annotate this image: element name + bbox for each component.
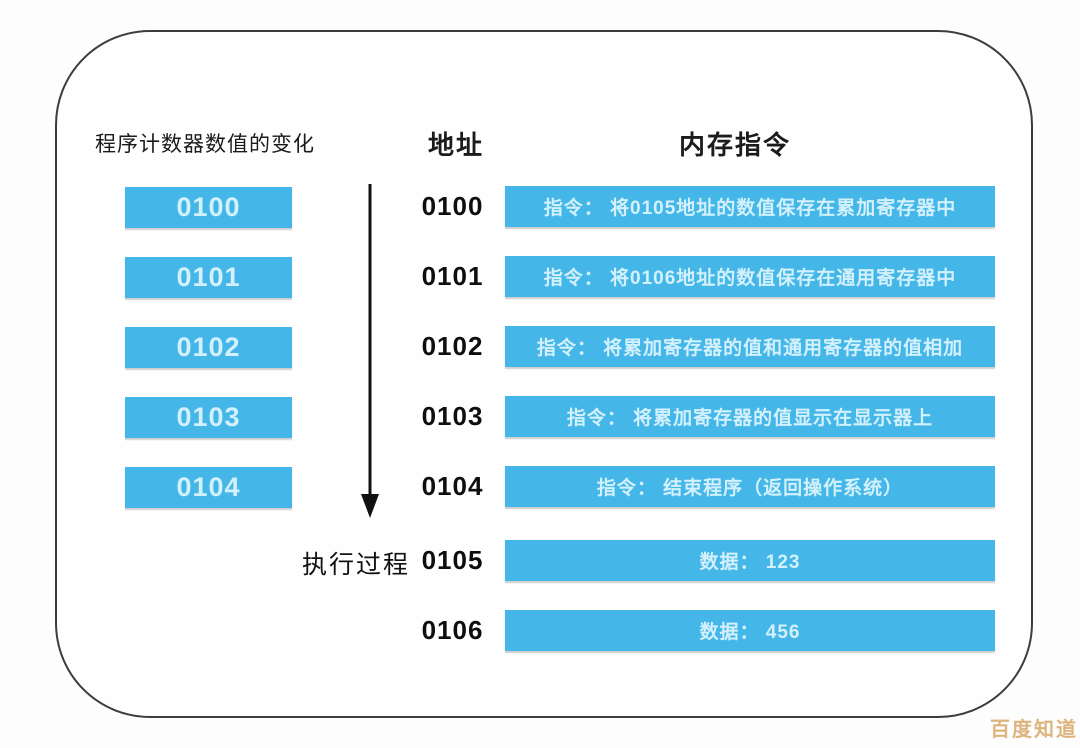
pc-value-box: 0103 (125, 397, 292, 438)
memory-content-bar: 指令： 结束程序（返回操作系统） (505, 466, 995, 507)
execution-process-label: 执行过程 (301, 551, 410, 579)
pc-value-box: 0102 (125, 327, 292, 368)
memory-address-label: 0100 (421, 191, 484, 221)
program-counter-column-title: 程序计数器数值的变化 (95, 133, 315, 156)
memory-address-label: 0104 (421, 471, 484, 501)
memory-address-label: 0103 (421, 401, 484, 431)
memory-instruction-column-title: 内存指令 (679, 130, 792, 160)
diagram-frame (55, 30, 1033, 718)
memory-content-bar: 指令： 将0106地址的数值保存在通用寄存器中 (505, 256, 995, 297)
memory-content-bar: 数据： 456 (505, 610, 995, 651)
memory-content-bar: 指令： 将累加寄存器的值和通用寄存器的值相加 (505, 326, 995, 367)
memory-address-label: 0106 (421, 615, 484, 645)
pc-value-box: 0100 (125, 187, 292, 228)
address-column-title: 地址 (428, 130, 485, 160)
pc-value-box: 0104 (125, 467, 292, 508)
memory-content-bar: 数据： 123 (505, 540, 995, 581)
execution-flow-arrow-icon (361, 184, 379, 518)
memory-content-bar: 指令： 将累加寄存器的值显示在显示器上 (505, 396, 995, 437)
memory-content-bar: 指令： 将0105地址的数值保存在累加寄存器中 (505, 186, 995, 227)
memory-address-label: 0102 (421, 331, 484, 361)
pc-value-box: 0101 (125, 257, 292, 298)
memory-address-label: 0101 (421, 261, 484, 291)
memory-address-label: 0105 (421, 545, 484, 575)
watermark-baidu-zhidao: 百度知道 (990, 719, 1078, 741)
